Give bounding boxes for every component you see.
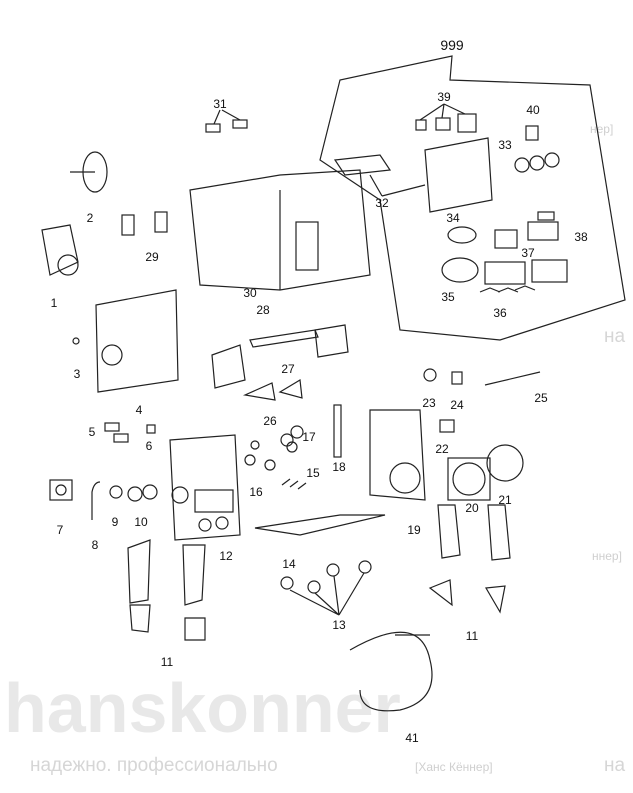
part-label: 33 (498, 138, 512, 152)
watermark-tag: нер] (590, 122, 614, 136)
part-34 (447, 226, 477, 244)
part-label: 27 (281, 362, 295, 376)
part-label: 29 (145, 250, 159, 264)
part-38 (537, 211, 555, 221)
part-label: 7 (56, 523, 64, 537)
part-11-right (437, 504, 511, 561)
part-label: 40 (526, 103, 540, 117)
part-4 (95, 289, 179, 393)
part-20 (447, 457, 491, 501)
part-24 (451, 371, 463, 385)
part-label: 41 (405, 731, 419, 745)
part-18 (333, 404, 342, 458)
part-29 (121, 214, 135, 236)
part-label: 12 (219, 549, 233, 563)
part-label: 32 (375, 196, 389, 210)
watermark-side-1: на (604, 326, 626, 347)
part-label: 28 (256, 303, 270, 317)
part-11-left (127, 539, 206, 606)
part-17 (280, 433, 294, 447)
part-36 (479, 285, 536, 293)
part-41 (349, 631, 433, 712)
part-13 (280, 576, 294, 590)
part-label: 17 (302, 430, 316, 444)
part-label: 6 (145, 439, 153, 453)
part-label: 34 (446, 211, 460, 225)
part-label: 39 (437, 90, 451, 104)
part-8 (91, 481, 101, 520)
part-1 (41, 224, 79, 276)
part-label: 3 (73, 367, 81, 381)
part-label: 30 (243, 286, 257, 300)
footer-brand: [Ханс Кённер] (415, 760, 493, 774)
part-label: 9 (111, 515, 119, 529)
part-label: 37 (521, 246, 535, 260)
part-label: 1 (50, 296, 58, 310)
part-label: 5 (88, 425, 96, 439)
part-12 (169, 434, 241, 541)
part-label: 22 (435, 442, 449, 456)
part-21 (486, 444, 524, 482)
footer-slogan: надежно. профессионально (30, 755, 278, 776)
part-label: 23 (422, 396, 436, 410)
part-label: 21 (498, 493, 512, 507)
part-14 (254, 514, 386, 536)
part-label: 10 (134, 515, 148, 529)
part-9 (109, 485, 123, 499)
part-label: 36 (493, 306, 507, 320)
part-label: 38 (574, 230, 588, 244)
footer-right: на (604, 755, 626, 776)
part-39 (415, 119, 427, 131)
part-19 (369, 409, 426, 501)
part-label: 35 (441, 290, 455, 304)
part-37 (494, 229, 518, 249)
watermark-brand: hanskonner (4, 669, 401, 747)
part-27 (249, 329, 319, 348)
part-label: 2 (86, 211, 94, 225)
part-32-pcb (424, 137, 493, 213)
part-5 (104, 422, 120, 432)
part-3 (72, 337, 80, 345)
part-35 (441, 257, 479, 283)
group-999-label: 999 (440, 37, 464, 53)
part-label: 24 (450, 398, 464, 412)
part-label: 14 (282, 557, 296, 571)
part-label: 18 (332, 460, 346, 474)
part-label: 15 (306, 466, 320, 480)
part-16 (244, 454, 256, 466)
part-label: 25 (534, 391, 548, 405)
part-label: 13 (332, 618, 346, 632)
part-label: 19 (407, 523, 421, 537)
part-30 (189, 169, 371, 291)
part-label: 4 (135, 403, 143, 417)
part-32-sheet (333, 154, 392, 176)
part-10 (127, 486, 143, 502)
part-label: 11 (465, 629, 479, 643)
part-23 (423, 368, 437, 382)
part-6 (146, 424, 156, 434)
part-22 (439, 419, 455, 433)
part-label: 16 (249, 485, 263, 499)
part-15 (281, 478, 307, 490)
part-label: 8 (91, 538, 99, 552)
part-label: 11 (160, 655, 174, 669)
part-25 (484, 371, 541, 386)
part-26 (242, 379, 303, 401)
part-7 (49, 479, 73, 501)
part-label: 20 (465, 501, 479, 515)
part-28 (211, 344, 246, 389)
part-label: 26 (263, 414, 277, 428)
watermark-side-2: ннер] (592, 549, 622, 563)
part-33 (514, 157, 530, 173)
part-label: 31 (213, 97, 227, 111)
group-999-outline (319, 55, 626, 341)
part-31 (205, 123, 221, 133)
part-40 (525, 125, 539, 141)
